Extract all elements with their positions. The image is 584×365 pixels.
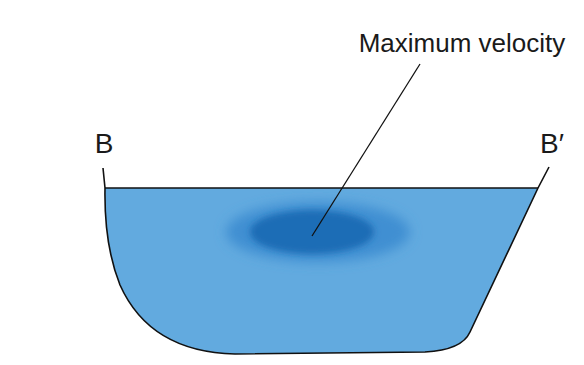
- section-end-label: B′: [540, 129, 564, 160]
- velocity-core: [250, 210, 374, 254]
- section-end-label: B: [95, 129, 114, 160]
- channel-bed: [103, 167, 549, 354]
- velocity-halo: [226, 202, 410, 262]
- leader-line: [312, 64, 420, 236]
- water-body: [105, 188, 538, 354]
- water-surface: [105, 187, 538, 188]
- callout-label: Maximum velocity: [359, 29, 566, 58]
